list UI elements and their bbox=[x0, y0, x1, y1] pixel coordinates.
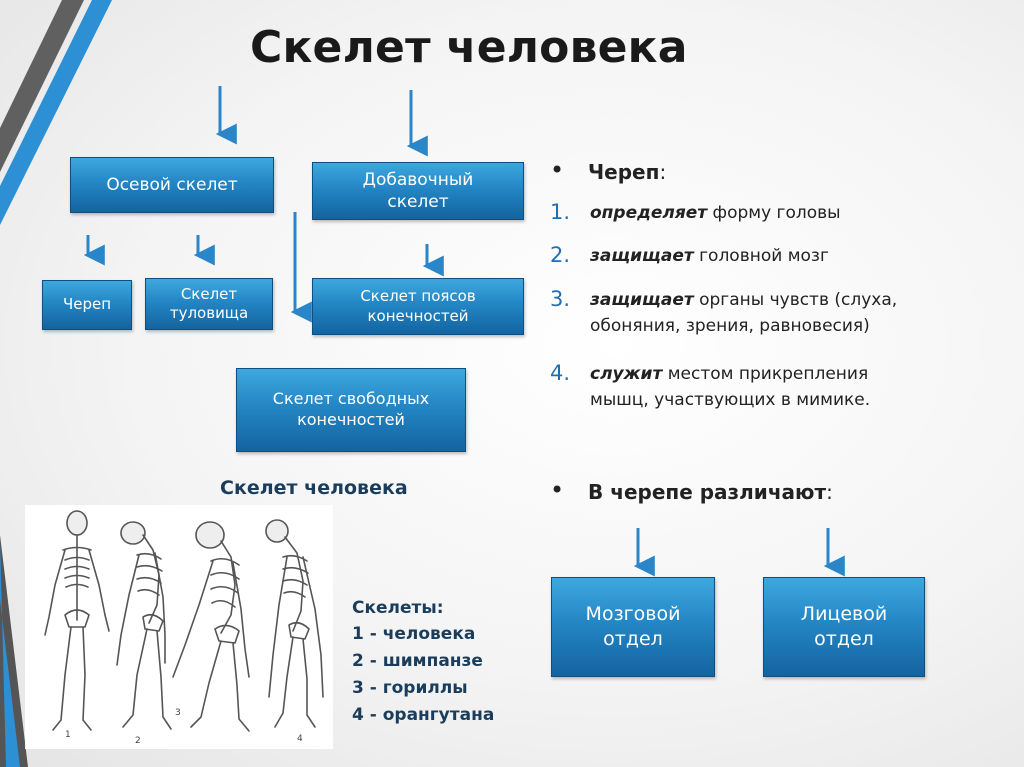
box-appendicular-skeleton: Добавочный скелет bbox=[312, 162, 524, 220]
legend-item: 4 - орангутана bbox=[352, 705, 495, 725]
panel-number: 3 bbox=[175, 708, 181, 718]
skull-function-item: защищает головной мозг bbox=[590, 246, 829, 266]
box-axial-skeleton: Осевой скелет bbox=[70, 157, 274, 213]
box-brain-section: Мозговой отдел bbox=[551, 577, 715, 677]
item-number: 4. bbox=[550, 361, 571, 385]
skull-function-item: защищает органы чувств (слуха, обоняния,… bbox=[590, 290, 898, 337]
box-face-section: Лицевой отдел bbox=[763, 577, 925, 677]
skeletons-illustration: 1 2 3 4 bbox=[25, 505, 333, 749]
skeletons-drawing: 1 2 3 4 bbox=[44, 510, 324, 746]
bullet: • bbox=[550, 156, 565, 184]
sections-heading: В черепе различают: bbox=[588, 480, 833, 504]
legend-item: 3 - гориллы bbox=[352, 678, 468, 698]
box-skull: Череп bbox=[42, 280, 132, 330]
skeleton-orangutan bbox=[265, 519, 324, 728]
figure-caption: Скелет человека bbox=[220, 477, 408, 499]
skull-heading: Череп: bbox=[588, 160, 667, 184]
panel-number: 4 bbox=[297, 734, 303, 744]
box-trunk-skeleton: Скелет туловища bbox=[145, 278, 273, 330]
item-number: 2. bbox=[550, 243, 571, 267]
skeleton-chimpanzee bbox=[116, 521, 172, 730]
bullet: • bbox=[550, 476, 565, 504]
legend-item: 2 - шимпанзе bbox=[352, 651, 483, 671]
skull-function-item: определяет форму головы bbox=[590, 203, 841, 223]
skeleton-human bbox=[44, 510, 110, 731]
legend-title: Скелеты: bbox=[352, 598, 444, 618]
box-limb-girdles: Скелет поясов конечностей bbox=[312, 278, 524, 335]
panel-number: 2 bbox=[135, 736, 141, 746]
page-title: Скелет человека bbox=[250, 22, 688, 73]
panel-number: 1 bbox=[65, 730, 71, 740]
skull-function-item: служит местом прикрепления мышц, участву… bbox=[590, 364, 871, 411]
item-number: 1. bbox=[550, 200, 571, 224]
skeleton-gorilla bbox=[172, 521, 250, 732]
item-number: 3. bbox=[550, 287, 571, 311]
box-free-limbs: Скелет свободных конечностей bbox=[236, 368, 466, 452]
legend-item: 1 - человека bbox=[352, 624, 476, 644]
